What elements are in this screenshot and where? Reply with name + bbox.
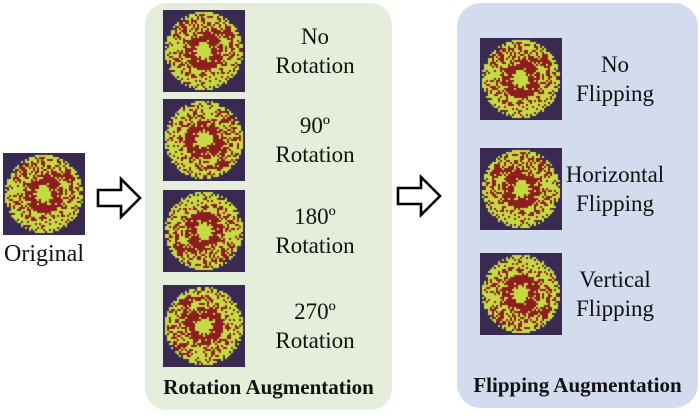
sample-image-canvas: [163, 10, 245, 92]
sample-image-canvas: [163, 99, 245, 181]
label-line: Flipping: [576, 296, 654, 321]
sample-image-canvas: [163, 190, 245, 272]
no-flipping-image: [480, 38, 562, 120]
label-line: Flipping: [576, 81, 654, 106]
no-rotation-image: [163, 10, 245, 92]
arrow-right-icon: [396, 173, 442, 223]
label-line: Flipping: [576, 191, 654, 216]
label-line: Horizontal: [565, 162, 665, 187]
rotation-augmentation-panel: No Rotation 90º Rotation 180º Rotation 2…: [145, 3, 392, 410]
arrow-right-icon: [96, 175, 142, 225]
rotation-180-image: [163, 190, 245, 272]
rotation-270-label: 270º Rotation: [245, 297, 385, 355]
label-line: 270º: [294, 299, 336, 324]
label-line: Rotation: [275, 233, 355, 258]
flipping-augmentation-panel: No Flipping Horizontal Flipping Vertical…: [457, 3, 698, 408]
rotation-180-label: 180º Rotation: [245, 202, 385, 260]
rotation-270-image: [163, 285, 245, 367]
label-line: Rotation: [275, 142, 355, 167]
rotation-90-label: 90º Rotation: [245, 111, 385, 169]
no-rotation-label: No Rotation: [245, 22, 385, 80]
sample-image-canvas: [163, 285, 245, 367]
sample-image-canvas: [3, 153, 85, 235]
flipping-panel-title: Flipping Augmentation: [473, 373, 682, 397]
label-line: No: [300, 24, 330, 49]
label-line: Rotation: [275, 328, 355, 353]
label-line: Vertical: [579, 267, 651, 292]
no-flipping-label: No Flipping: [540, 50, 690, 108]
label-line: Rotation: [275, 53, 355, 78]
horizontal-flipping-label: Horizontal Flipping: [540, 160, 690, 218]
vertical-flipping-label: Vertical Flipping: [540, 265, 690, 323]
label-line: No: [600, 52, 630, 77]
sample-image-canvas: [480, 38, 562, 120]
label-line: 90º: [299, 113, 331, 138]
original-label: Original: [4, 241, 84, 267]
rotation-panel-title: Rotation Augmentation: [163, 375, 374, 399]
label-line: 180º: [294, 204, 336, 229]
original-sample-image: [3, 153, 85, 235]
rotation-90-image: [163, 99, 245, 181]
